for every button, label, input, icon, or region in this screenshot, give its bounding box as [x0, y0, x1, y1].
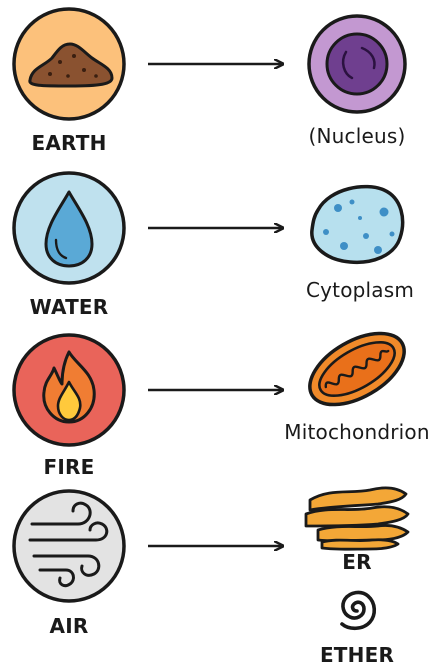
air-icon: [14, 491, 124, 601]
element-label-air: AIR: [50, 614, 89, 638]
organelle-label-cytoplasm: Cytoplasm: [306, 278, 414, 302]
organelle-label-er: ER: [342, 550, 371, 574]
element-label-fire: FIRE: [44, 455, 95, 479]
ether-spiral-icon: [342, 592, 374, 628]
organelle-label-nucleus: (Nucleus): [309, 124, 406, 148]
water-icon: [14, 173, 124, 283]
organelle-label-mitochondrion: Mitochondrion: [284, 420, 429, 444]
cytoplasm-icon: [312, 187, 403, 263]
earth-icon: [14, 9, 124, 119]
ether-label: ETHER: [320, 643, 394, 667]
fire-icon: [14, 335, 124, 445]
mitochondrion-icon: [298, 319, 416, 419]
element-label-earth: EARTH: [31, 131, 106, 155]
element-label-water: WATER: [30, 295, 109, 319]
nucleus-icon: [309, 16, 405, 112]
er-icon: [306, 488, 408, 549]
